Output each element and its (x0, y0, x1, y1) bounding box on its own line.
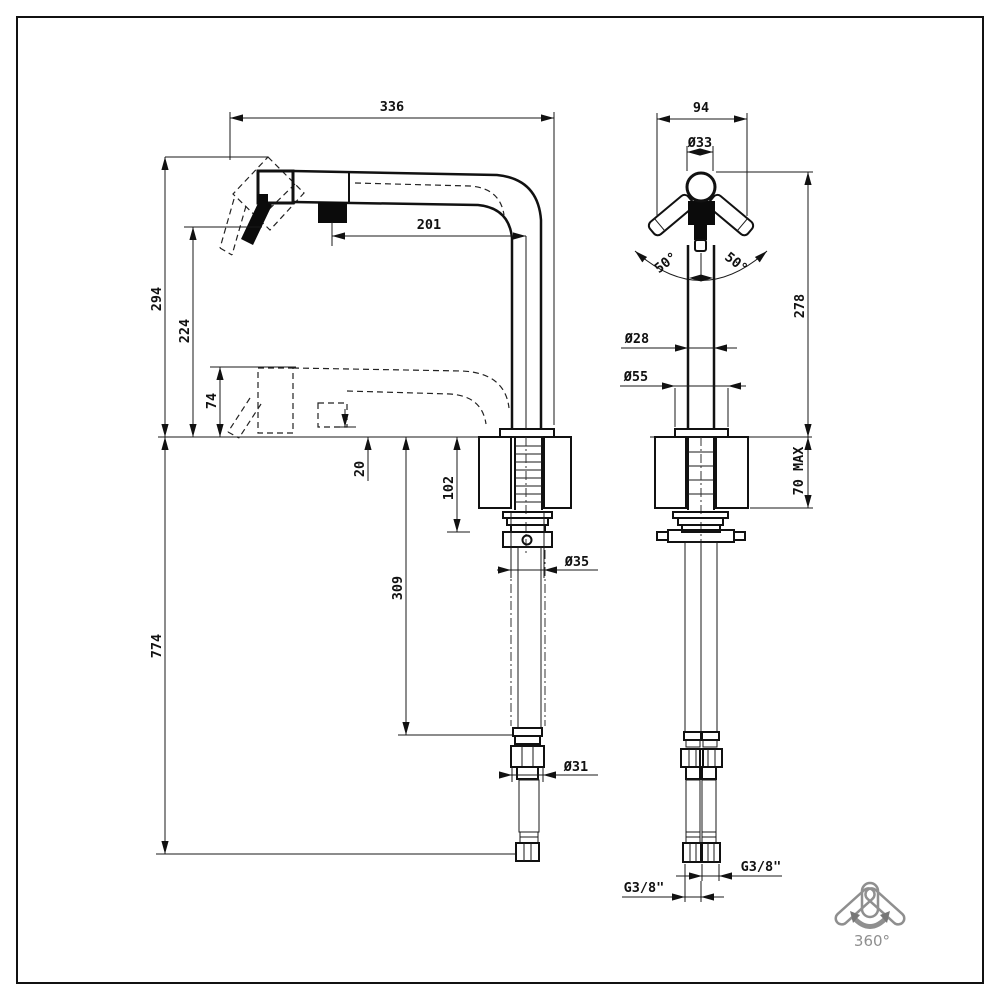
dim-hole-diameter: Ø35 (564, 554, 589, 570)
countertop-section-left (478, 436, 512, 509)
dim-clearance: 74 (204, 393, 220, 409)
front-view-faucet (634, 171, 812, 863)
dim-knob-diameter: Ø33 (687, 135, 712, 151)
drawing-border (16, 16, 984, 984)
spray-head (256, 169, 295, 205)
dim-height-spout: 224 (177, 319, 193, 343)
dim-height: 278 (792, 294, 808, 318)
dim-spout-reach: 201 (417, 217, 441, 233)
dim-overall-width: 336 (380, 99, 404, 115)
handle-swivel-cylinders (647, 193, 755, 237)
dim-head-width: 94 (693, 100, 709, 116)
dim-thread-left: G3/8" (624, 880, 665, 896)
dim-clamp-depth: 102 (441, 476, 457, 500)
rotation-arrow (851, 915, 889, 929)
dim-height-total: 294 (149, 287, 165, 311)
rotation-label: 360° (854, 932, 890, 950)
dim-offset-below: 20 (352, 461, 368, 477)
faucet-nozzle-glyph (860, 881, 880, 919)
supply-hose (510, 546, 546, 862)
dimensions-side-view: 336 201 294 224 74 20 102 309 774 (149, 99, 598, 855)
lever-handle (241, 199, 272, 245)
aerator (318, 202, 347, 223)
hose-end-nut (515, 842, 540, 862)
countertop-section-right (543, 436, 572, 509)
bracket-screw-right (733, 531, 746, 541)
dim-base-diameter: Ø55 (623, 369, 648, 385)
swivel-arc (634, 250, 768, 282)
dim-column-diameter: Ø28 (624, 331, 649, 347)
bracket-screw-left (656, 531, 669, 541)
dim-hose-total: 774 (149, 634, 165, 658)
side-view-faucet (158, 156, 572, 862)
rotation-360-icon: 360° (834, 881, 906, 950)
dim-thread-right: G3/8" (741, 859, 782, 875)
dimensions-front-view: 94 Ø33 50° 50° 278 70 MAX Ø28 Ø55 (620, 100, 813, 902)
countertop-section (654, 436, 687, 509)
supply-hoses-front (680, 541, 723, 863)
mounting-hardware (502, 511, 553, 548)
threaded-shank (514, 437, 543, 556)
hose-end-nut-right (700, 842, 721, 863)
bracket-screw (521, 534, 533, 546)
dim-hose-drop: 309 (390, 576, 406, 600)
mounting-hardware-front (656, 511, 746, 543)
hidden-hose-dashed (354, 182, 505, 216)
dim-counter-max: 70 MAX (791, 447, 807, 496)
handle-knob (685, 171, 717, 203)
handle-hub (688, 201, 715, 225)
dim-connector-diameter: Ø31 (563, 759, 588, 775)
